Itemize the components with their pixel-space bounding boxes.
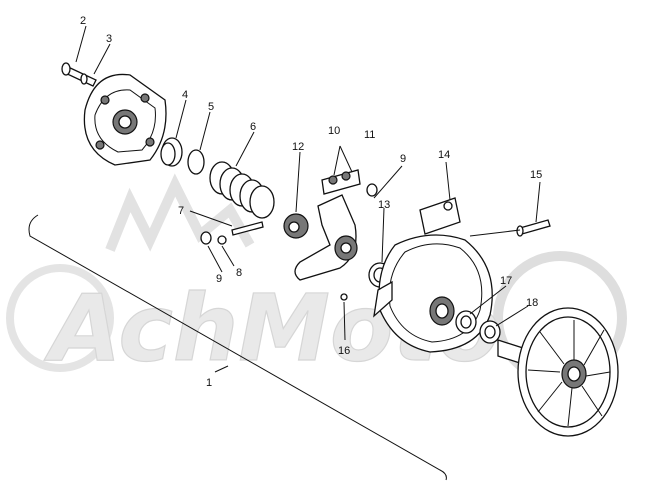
- callout-10: 10: [328, 125, 340, 137]
- callout-13: 13: [378, 199, 390, 211]
- callout-12: 12: [292, 141, 304, 153]
- callout-15: 15: [530, 169, 542, 181]
- tag-part: [419, 197, 461, 235]
- callout-9-left: 9: [216, 273, 222, 285]
- callout-9-right: 9: [400, 153, 406, 165]
- long-bolt-part: [516, 219, 551, 237]
- arm-part: [294, 145, 361, 281]
- callout-17: 17: [500, 275, 512, 287]
- cover-plate-part: [83, 73, 167, 166]
- callout-14: 14: [438, 149, 450, 161]
- callout-4: 4: [182, 89, 188, 101]
- snap-ring-part: [187, 149, 205, 175]
- callout-1: 1: [206, 377, 212, 389]
- callout-18: 18: [526, 297, 538, 309]
- callout-labels: 2 3 4 5 6 7 8 9 9 10 11 12 13 14 15 16 1…: [80, 15, 542, 389]
- callout-6: 6: [250, 121, 256, 133]
- callout-16: 16: [338, 345, 350, 357]
- callout-5: 5: [208, 101, 214, 113]
- screw-part: [340, 293, 348, 301]
- nut-part: [366, 183, 378, 197]
- bolt-part: [61, 62, 97, 87]
- leader-lines: [75, 25, 541, 341]
- pin-part: [200, 221, 264, 245]
- callout-2: 2: [80, 15, 86, 27]
- spring-part: [209, 161, 275, 219]
- callout-8: 8: [236, 267, 242, 279]
- bushing-ring-part: [455, 310, 501, 344]
- assembly-bracket: [28, 214, 447, 481]
- bushing-part: [160, 137, 183, 167]
- callout-11: 11: [364, 129, 375, 141]
- callout-7: 7: [178, 205, 184, 217]
- fixed-sheave-part: [497, 307, 619, 437]
- callout-3: 3: [106, 33, 112, 45]
- spider-roller-part: [283, 213, 309, 239]
